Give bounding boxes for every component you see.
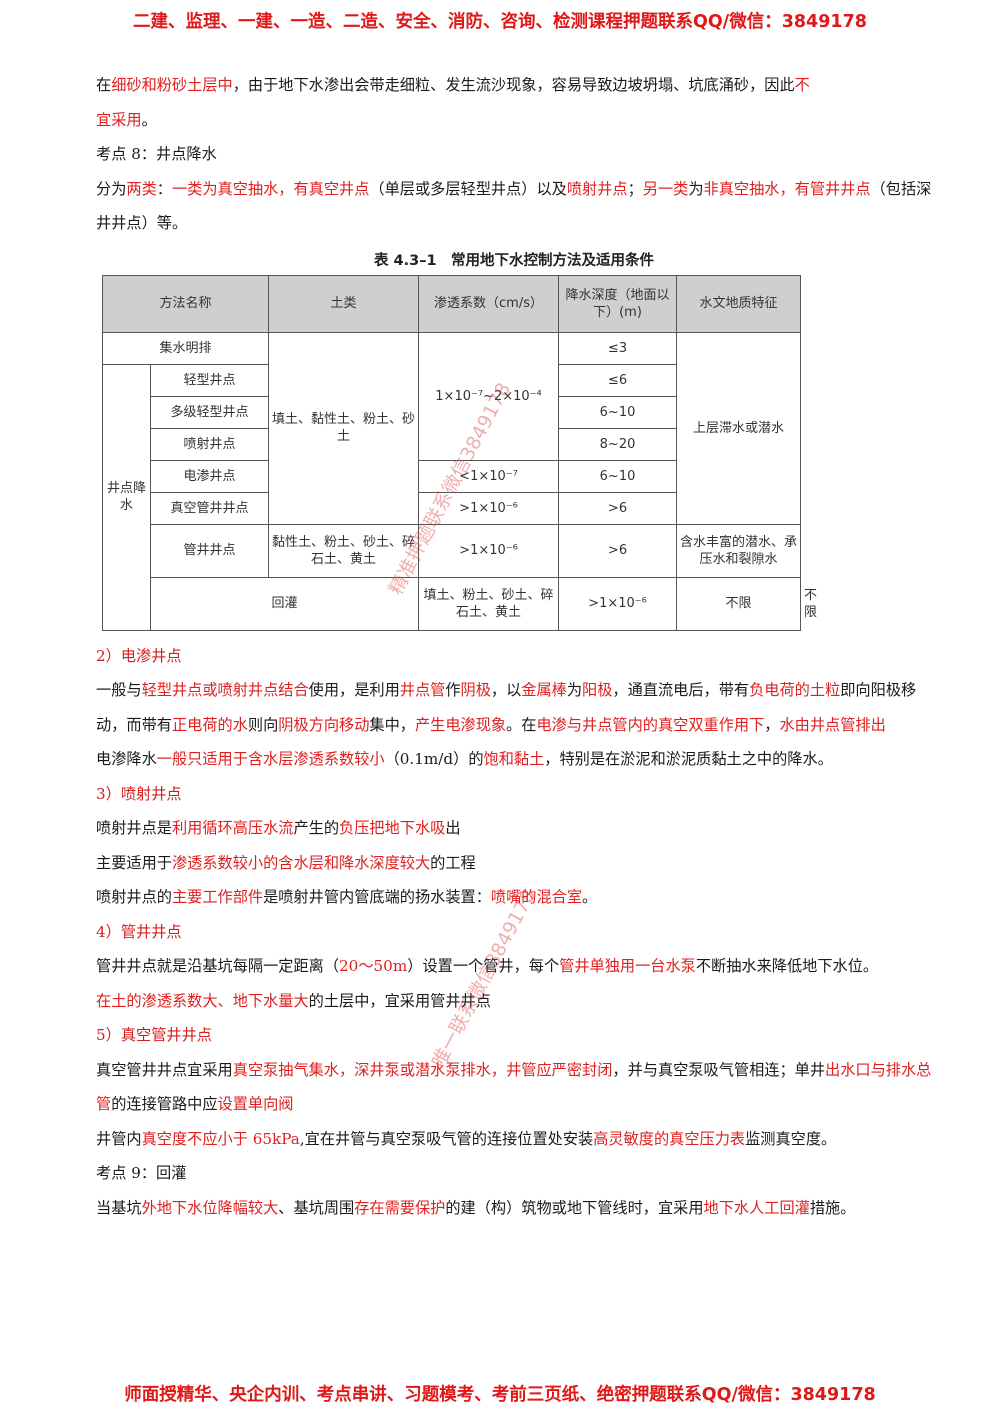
table-title: 表 4.3–1 常用地下水控制方法及适用条件 xyxy=(373,252,655,269)
method-cell: 管井井点 xyxy=(149,523,270,578)
method-cell: 真空管井井点 xyxy=(149,491,270,525)
paragraph-electro-scope: 电渗降水一般只适用于含水层渗透系数较小（0.1m/d）的饱和黏土，特别是在淤泥和… xyxy=(96,750,833,768)
paragraph-two-types: 分为两类：一类为真空抽水，有真空井点（单层或多层轻型井点）以及喷射井点；另一类为… xyxy=(96,179,932,233)
method-cell: 轻型井点 xyxy=(149,363,270,397)
paragraph-electro-osmosis: 一般与轻型井点或喷射井点结合使用，是利用井点管作阴极，以金属棒为阳极，通直流电后… xyxy=(96,681,917,734)
header-banner: 二建、监理、一建、一造、二造、安全、消防、咨询、检测课程押题联系QQ/微信：38… xyxy=(133,12,867,32)
groundwater-control-table: 方法名称 土类 渗透系数（cm/s） 降水深度（地面以下）(m) 水文地质特征 … xyxy=(101,274,817,631)
kp8-title: 考点 8：井点降水 xyxy=(96,145,217,163)
method-cell: 喷射井点 xyxy=(149,427,270,461)
depth-cell: 6~10 xyxy=(558,459,678,493)
paragraph-jet-scope: 主要适用于渗透系数较小的含水层和降水深度较大的工程 xyxy=(96,853,476,872)
depth-cell: ≤6 xyxy=(558,363,678,397)
paragraph-tube-well-scope: 在土的渗透系数大、地下水量大的土层中，宜采用管井井点 xyxy=(96,991,491,1010)
soil-huiguan: 填土、粉土、砂土、碎石土、黄土 xyxy=(418,576,560,631)
permeability-dianshen: <1×10⁻⁷ xyxy=(418,459,560,493)
paragraph-jet-principle: 喷射井点是利用循环高压水流产生的负压把地下水吸出 xyxy=(96,819,461,837)
depth-cell: ≤3 xyxy=(558,331,678,365)
paragraph-tube-well: 管井井点就是沿基坑每隔一定距离（20～50m）设置一个管井，每个管井单独用一台水… xyxy=(96,957,879,975)
method-cell: 电渗井点 xyxy=(149,459,270,493)
hydro-guanjing: 含水丰富的潜水、承压水和裂隙水 xyxy=(676,523,802,578)
header-permeability: 渗透系数（cm/s） xyxy=(418,274,560,333)
group-label-well-point: 井点降水 xyxy=(102,363,151,631)
depth-cell: 8~20 xyxy=(558,427,678,461)
permeability-huiguan: >1×10⁻⁶ xyxy=(558,576,678,631)
hydro-1: 上层滞水或潜水 xyxy=(676,331,802,525)
depth-cell: 6~10 xyxy=(558,395,678,429)
header-depth: 降水深度（地面以下）(m) xyxy=(558,274,678,333)
kp9-title: 考点 9：回灌 xyxy=(96,1164,187,1182)
footer-banner: 师面授精华、央企内训、考点串讲、习题模考、考前三页纸、绝密押题联系QQ/微信：3… xyxy=(124,1385,876,1405)
method-cell: 多级轻型井点 xyxy=(149,395,270,429)
soil-guanjing: 黏性土、粉土、砂土、碎石土、黄土 xyxy=(268,523,420,578)
paragraph-vacuum-degree: 井管内真空度不应小于 65kPa,宜在井管与真空泵吸气管的连接位置处安装高灵敏度… xyxy=(96,1129,837,1148)
depth-cell: >6 xyxy=(558,523,678,578)
section-3-title: 3）喷射井点 xyxy=(96,784,182,803)
paragraph-recharge: 当基坑外地下水位降幅较大、基坑周围存在需要保护的建（构）筑物或地下管线时，宜采用… xyxy=(96,1198,856,1217)
section-2-title: 2）电渗井点 xyxy=(96,646,182,665)
paragraph-vacuum-well: 真空管井井点宜采用真空泵抽气集水，深井泵或潜水泵排水，井管应严密封闭，并与真空泵… xyxy=(96,1060,932,1114)
permeability-guanjing: >1×10⁻⁶ xyxy=(418,523,560,578)
permeability-zhenkong: >1×10⁻⁶ xyxy=(418,491,560,525)
document-body: 在细砂和粉砂土层中，由于地下水渗出会带走细粒、发生流沙现象，容易导致边坡坍塌、坑… xyxy=(96,68,932,1225)
method-huiguan: 回灌 xyxy=(149,576,420,631)
depth-huiguan: 不限 xyxy=(676,576,802,631)
section-5-title: 5）真空管井井点 xyxy=(96,1026,212,1044)
paragraph-fine-sand: 在细砂和粉砂土层中，由于地下水渗出会带走细粒、发生流沙现象，容易导致边坡坍塌、坑… xyxy=(96,76,810,129)
section-4-title: 4）管井井点 xyxy=(96,922,182,941)
soil-type-1: 填土、黏性土、粉土、砂土 xyxy=(268,331,420,525)
header-hydro: 水文地质特征 xyxy=(676,274,802,333)
header-method: 方法名称 xyxy=(101,274,270,333)
paragraph-jet-parts: 喷射井点的主要工作部件是喷射井管内管底端的扬水装置：喷嘴的混合室。 xyxy=(96,888,598,906)
depth-cell: >6 xyxy=(558,491,678,525)
method-jishui: 集水明排 xyxy=(101,331,270,365)
header-soil: 土类 xyxy=(268,274,420,333)
